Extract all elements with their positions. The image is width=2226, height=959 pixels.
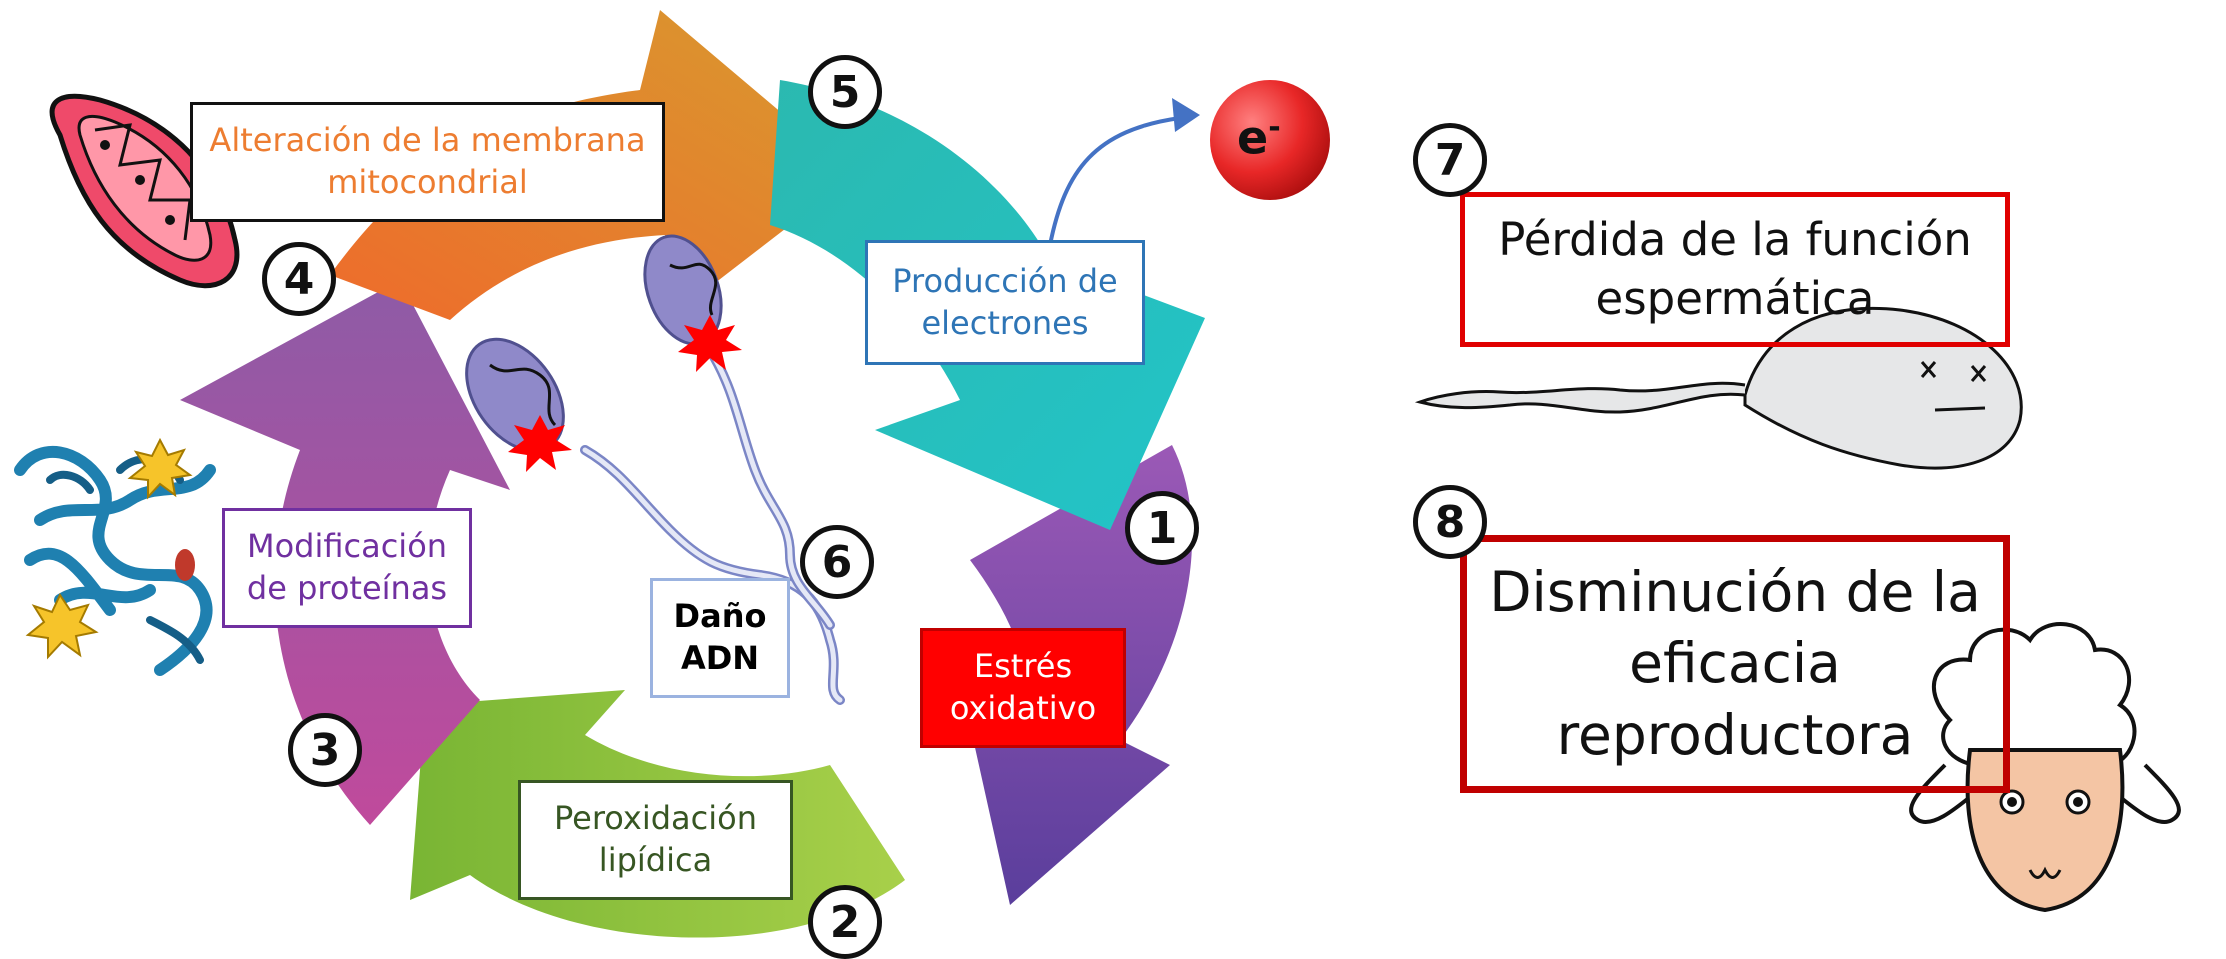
electron-arrow	[1048, 116, 1181, 246]
label-dna-damage: Daño ADN	[650, 578, 790, 698]
label-mitochondrial-membrane: Alteración de la membrana mitocondrial	[190, 102, 665, 222]
sperm-icon	[465, 337, 845, 705]
label-text: Disminución de la eficacia reproductora	[1489, 559, 1981, 767]
label-text: Peroxidación lipídica	[554, 799, 757, 879]
electron-ball	[1210, 80, 1330, 200]
electron-charge: -	[1268, 110, 1281, 145]
step-number-3: 3	[288, 713, 362, 787]
label-text: Estrés oxidativo	[949, 647, 1097, 727]
step-number-text: 1	[1146, 502, 1178, 554]
step-number-text: 6	[821, 536, 853, 588]
label-sperm-function-loss: Pérdida de la función espermática	[1460, 192, 2010, 347]
label-text: Pérdida de la función espermática	[1498, 213, 1972, 325]
label-oxidative-stress: Estrés oxidativo	[920, 628, 1126, 748]
step-number-text: 4	[283, 253, 315, 305]
step-number-7: 7	[1413, 123, 1487, 197]
label-electron-production: Producción de electrones	[865, 240, 1145, 365]
step-number-5: 5	[808, 55, 882, 129]
electron-label: e-	[1237, 110, 1281, 164]
label-text: Modificación de proteínas	[246, 527, 448, 607]
protein-icon	[14, 437, 216, 676]
label-text: Alteración de la membrana mitocondrial	[209, 121, 646, 201]
label-lipid-peroxidation: Peroxidación lipídica	[518, 780, 793, 900]
label-protein-modification: Modificación de proteínas	[222, 508, 472, 628]
step-number-text: 8	[1434, 496, 1466, 548]
sheep-icon	[1909, 622, 2181, 913]
label-text: Producción de electrones	[892, 261, 1118, 342]
sperm-icon	[643, 234, 835, 630]
electron-symbol: e	[1237, 110, 1269, 165]
step-number-2: 2	[808, 885, 882, 959]
label-text: Daño ADN	[673, 597, 767, 677]
dead-sperm-icon	[1414, 307, 2023, 470]
step-number-6: 6	[800, 525, 874, 599]
step-number-text: 3	[309, 724, 341, 776]
label-reproductive-efficacy: Disminución de la eficacia reproductora	[1460, 535, 2010, 793]
step-number-4: 4	[262, 242, 336, 316]
step-number-1: 1	[1125, 491, 1199, 565]
mitochondrion-icon	[49, 93, 240, 289]
step-number-text: 5	[829, 66, 861, 118]
step-number-text: 2	[829, 896, 861, 948]
step-number-text: 7	[1434, 134, 1466, 186]
electron-arrow-head	[1172, 98, 1200, 132]
step-number-8: 8	[1413, 485, 1487, 559]
